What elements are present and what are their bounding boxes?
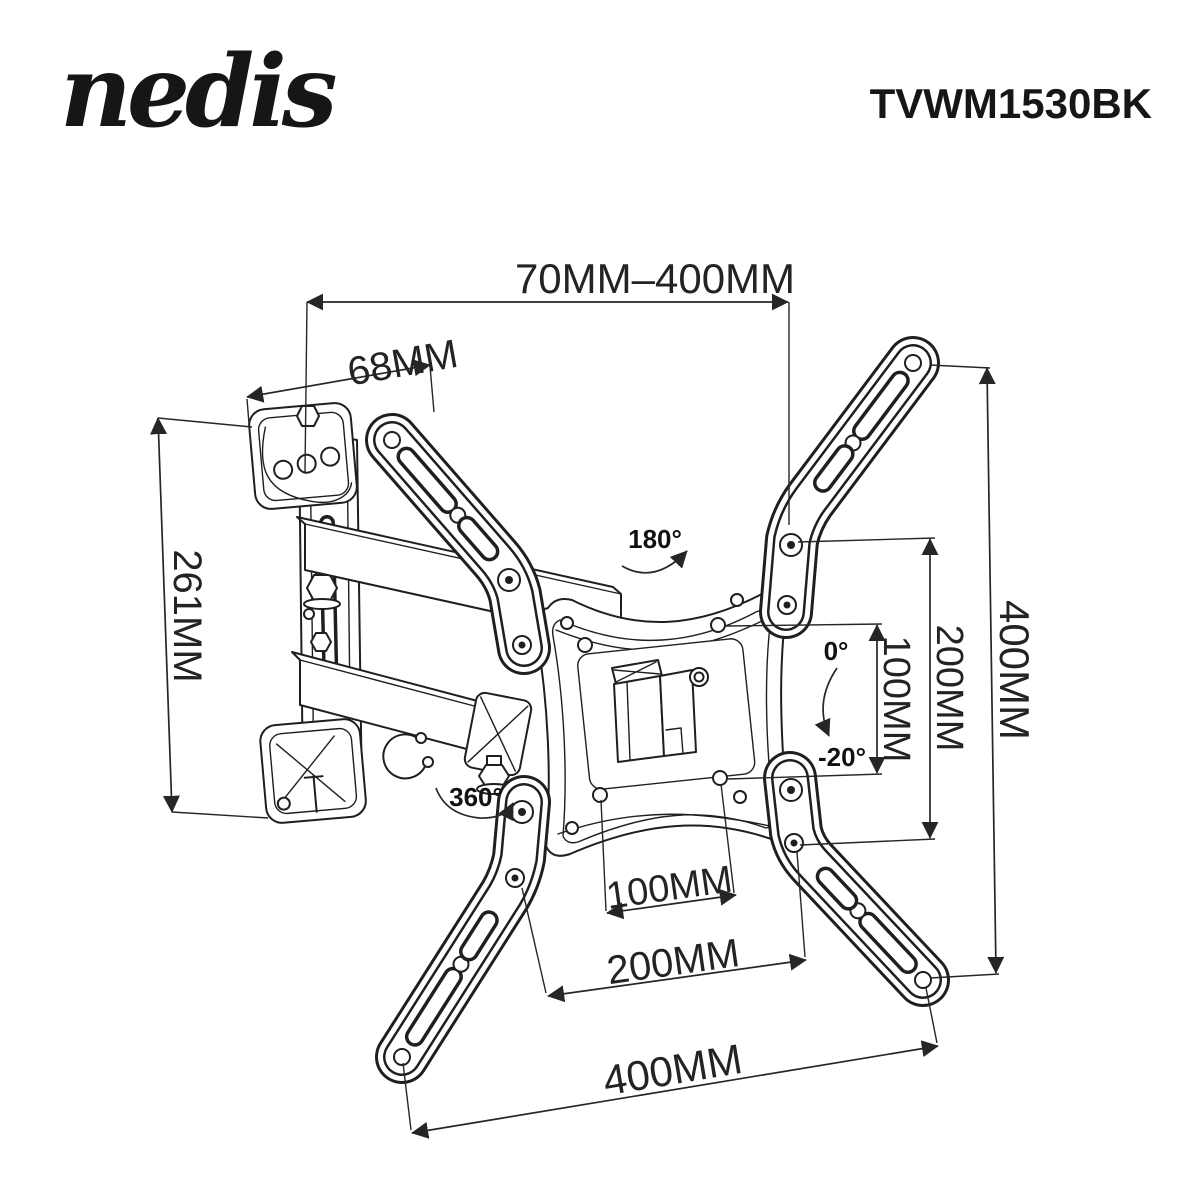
angle-label-360: 360° [449,782,503,812]
dim-label-extension-range: 70MM–400MM [515,255,795,302]
angle-label-180: 180° [628,524,682,554]
vesa-arm-bottom-left [375,775,551,1084]
arm-end-hole [914,971,932,989]
dim-label-vesa-height-400: 400MM [991,600,1038,740]
angle-tilt: 0° -20° [814,636,866,772]
c-clip [382,732,434,780]
arm-end-hole [904,354,922,372]
angle-label-tilt-up: 0° [824,636,849,666]
spring-clip [261,426,353,504]
dim-label-bracket-depth: 68MM [344,332,461,395]
dim-label-vesa-width-100: 100MM [604,859,735,918]
angle-label-tilt-down: -20° [818,742,866,772]
dim-label-vesa-width-200: 200MM [604,931,742,993]
hex-bolt [310,632,332,652]
dim-label-vesa-height-200: 200MM [928,625,970,752]
tilt-arc [814,667,838,737]
spring-wire [275,735,346,803]
vesa-hole [592,787,608,803]
dim-label-wall-plate-height: 261MM [165,549,209,682]
dim-label-vesa-height-100: 100MM [875,636,917,763]
vesa-hole [712,770,728,786]
wall-plate [248,402,367,824]
vesa-hole [710,617,726,633]
dimension-vesa-width-400: 400MM [402,987,939,1139]
vesa-arm-top-right [759,336,940,639]
swivel-arc [621,550,688,574]
arm-end-hole [383,431,401,449]
vesa-adapter [611,659,709,763]
plate-hole [730,593,744,607]
mount-hole [273,459,294,480]
plate-hole [560,616,574,630]
dimension-vesa-height-400: 400MM [929,364,1038,979]
brand-logo: nedis [60,34,336,150]
plate-hole [565,821,579,835]
mount-hole [296,453,317,474]
dimension-vesa-height-100: 100MM [725,623,917,780]
vesa-arm-bottom-right [763,751,950,1007]
model-number: TVWM1530BK [870,80,1152,127]
wall-tab-top [248,402,358,510]
angle-swivel-arm: 180° [621,524,688,574]
wall-tab-bottom [259,718,367,824]
arm-end-hole [393,1048,411,1066]
angle-swivel-base: 360° [435,782,514,822]
hex-bolt [306,574,338,602]
dimension-wall-plate-height: 261MM [150,417,269,819]
arm-knuckle [463,691,533,777]
dimension-extension-range: 70MM–400MM [304,255,795,525]
plate-hole [733,790,747,804]
swivel-arc [435,787,514,822]
mount-hole [320,446,341,467]
vesa-arm-top-left [365,413,551,675]
vesa-hole [577,637,593,653]
hex-bolt [296,405,320,427]
dimension-vesa-height-200: 200MM [797,537,970,846]
dim-label-vesa-width-400: 400MM [600,1035,746,1104]
